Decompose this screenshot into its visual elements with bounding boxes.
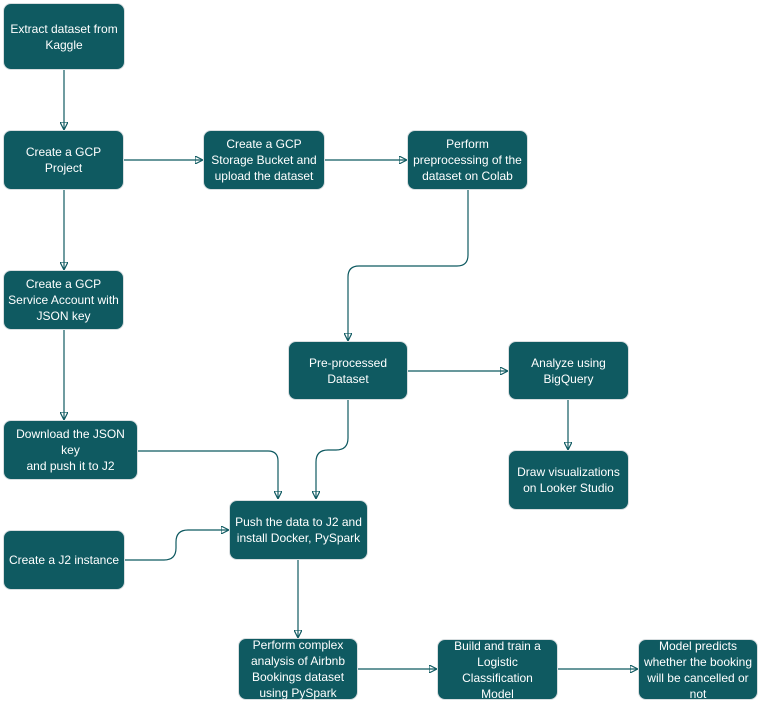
node-looker-visualizations: Draw visualizations on Looker Studio bbox=[508, 450, 629, 510]
node-download-json-key: Download the JSON key and push it to J2 bbox=[3, 420, 138, 480]
node-build-train-model: Build and train a Logistic Classificatio… bbox=[437, 639, 558, 701]
edge-j2-instance-to-push-data bbox=[125, 530, 228, 561]
node-create-storage-bucket: Create a GCP Storage Bucket and upload t… bbox=[203, 130, 325, 190]
node-preprocessed-dataset: Pre-processed Dataset bbox=[288, 341, 408, 400]
node-create-j2-instance: Create a J2 instance bbox=[3, 530, 125, 590]
node-preprocess-colab: Perform preprocessing of the dataset on … bbox=[407, 130, 528, 190]
node-complex-analysis: Perform complex analysis of Airbnb Booki… bbox=[238, 638, 358, 700]
node-create-service-account: Create a GCP Service Account with JSON k… bbox=[3, 270, 124, 330]
node-create-gcp-project: Create a GCP Project bbox=[3, 130, 124, 190]
edge-preprocess-to-preprocessed-dataset bbox=[348, 190, 469, 340]
node-analyze-bigquery: Analyze using BigQuery bbox=[508, 341, 629, 400]
edge-download-key-to-push-data bbox=[138, 450, 278, 498]
edge-preprocessed-dataset-to-push-data bbox=[316, 400, 349, 498]
node-push-data-to-j2: Push the data to J2 and install Docker, … bbox=[229, 500, 368, 560]
node-extract-dataset: Extract dataset from Kaggle bbox=[3, 3, 125, 70]
node-model-predicts: Model predicts whether the booking will … bbox=[638, 639, 758, 701]
